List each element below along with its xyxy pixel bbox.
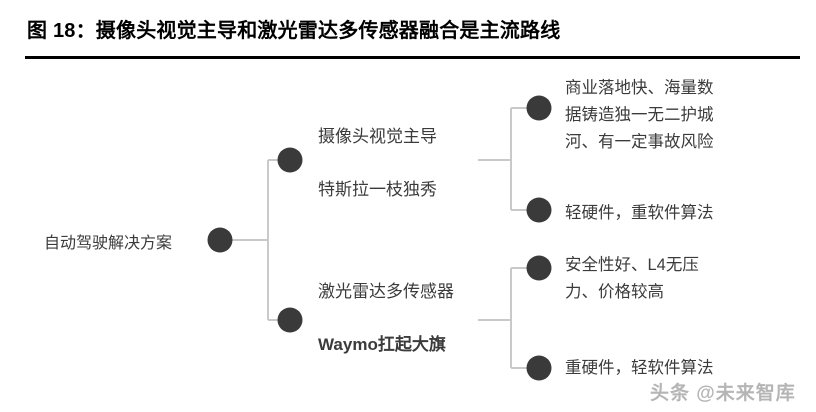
leaf-1-line-2: 据铸造独一无二护城 [565,106,714,124]
node-branch-1 [277,147,303,173]
branch-2-line-1: 激光雷达多传感器 [318,282,454,301]
leaf-3-line-1: 安全性好、L4无压 [565,256,699,274]
node-branch-2 [277,307,303,333]
node-leaf-2 [526,197,552,223]
leaf-3-line-2: 力、价格较高 [565,283,664,301]
leaf-1-line-1: 商业落地快、海量数 [565,79,714,97]
leaf-4-label: 重硬件，轻软件算法 [565,355,714,382]
leaf-2-label: 轻硬件，重软件算法 [565,200,714,227]
node-root [207,227,233,253]
leaf-2-line-1: 轻硬件，重软件算法 [565,204,714,222]
watermark: 头条 @未来智库 [650,383,796,404]
branch-2-label: 激光雷达多传感器 Waymo扛起大旗 [318,277,454,355]
leaf-3-label: 安全性好、L4无压 力、价格较高 [565,252,699,306]
root-node-label: 自动驾驶解决方案 [44,235,173,252]
node-leaf-1 [526,95,552,121]
leaf-1-line-3: 河、有一定事故风险 [565,133,714,151]
page-title: 图 18：摄像头视觉主导和激光雷达多传感器融合是主流路线 [27,20,561,42]
node-leaf-3 [526,255,552,281]
branch-2-line-2: Waymo扛起大旗 [318,335,446,354]
leaf-4-line-1: 重硬件，轻软件算法 [565,359,714,377]
tree-connectors [207,95,552,381]
branch-1-line-2: 特斯拉一枝独秀 [318,180,437,199]
node-leaf-4 [526,355,552,381]
branch-1-label: 摄像头视觉主导 特斯拉一枝独秀 [318,122,437,200]
tree-diagram: 自动驾驶解决方案 摄像头视觉主导 特斯拉一枝独秀 激光雷达多传感器 Waymo扛… [0,62,816,412]
branch-1-line-1: 摄像头视觉主导 [318,127,437,146]
leaf-1-label: 商业落地快、海量数 据铸造独一无二护城 河、有一定事故风险 [565,75,714,156]
title-divider [25,56,800,59]
